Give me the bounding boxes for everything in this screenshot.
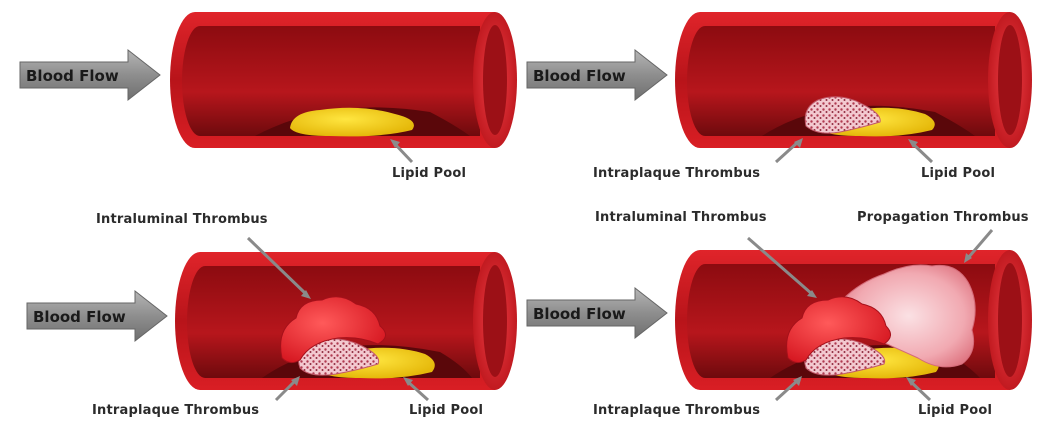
label-intraplaque-thrombus: Intraplaque Thrombus	[593, 166, 760, 181]
label-lipid-pool: Lipid Pool	[918, 403, 992, 418]
label-intraplaque-thrombus: Intraplaque Thrombus	[593, 403, 760, 418]
blood-flow-arrow: Blood Flow	[527, 50, 667, 100]
label-intraplaque-thrombus: Intraplaque Thrombus	[92, 403, 259, 418]
panel-4: Blood Flow	[527, 230, 1032, 400]
panel-2: Blood Flow	[527, 12, 1032, 162]
label-propagation-thrombus: Propagation Thrombus	[857, 210, 1029, 225]
blood-flow-label: Blood Flow	[26, 67, 119, 85]
label-lipid-pool: Lipid Pool	[409, 403, 483, 418]
blood-flow-label: Blood Flow	[533, 67, 626, 85]
label-intraluminal-thrombus: Intraluminal Thrombus	[595, 210, 767, 225]
panel-3: Blood Flow	[27, 238, 517, 400]
blood-flow-arrow: Blood Flow	[527, 288, 667, 338]
label-lipid-pool: Lipid Pool	[392, 166, 466, 181]
label-intraluminal-thrombus: Intraluminal Thrombus	[96, 212, 268, 227]
label-lipid-pool: Lipid Pool	[921, 166, 995, 181]
panel-1: Blood Flow	[20, 12, 517, 162]
blood-flow-label: Blood Flow	[33, 308, 126, 326]
blood-flow-label: Blood Flow	[533, 305, 626, 323]
blood-flow-arrow: Blood Flow	[27, 291, 167, 341]
blood-flow-arrow: Blood Flow	[20, 50, 160, 100]
